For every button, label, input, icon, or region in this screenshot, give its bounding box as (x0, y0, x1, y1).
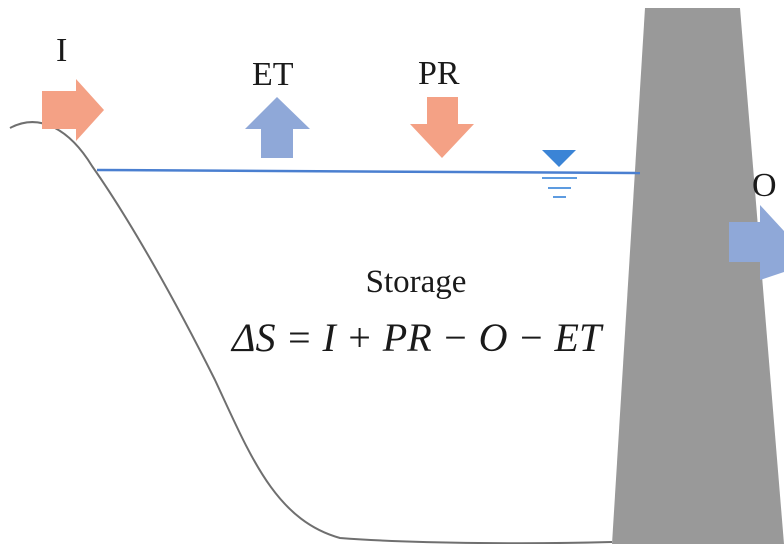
precipitation-label: PR (418, 55, 460, 92)
basin-profile (9, 121, 613, 544)
storage-label: Storage (365, 264, 467, 300)
water-balance-equation: ΔS = I + PR − O − ET (232, 315, 602, 360)
evapotranspiration-label: ET (252, 56, 294, 93)
precipitation-arrow-icon (410, 97, 474, 158)
evapotranspiration-arrow-icon (245, 97, 310, 158)
water-level-marker-icon (542, 150, 577, 198)
water-surface-line (96, 168, 641, 175)
inflow-arrow-icon (42, 79, 104, 141)
outflow-arrow-icon (729, 205, 784, 280)
dam (612, 8, 784, 544)
outflow-label: O (752, 167, 777, 204)
inflow-label: I (56, 32, 68, 69)
